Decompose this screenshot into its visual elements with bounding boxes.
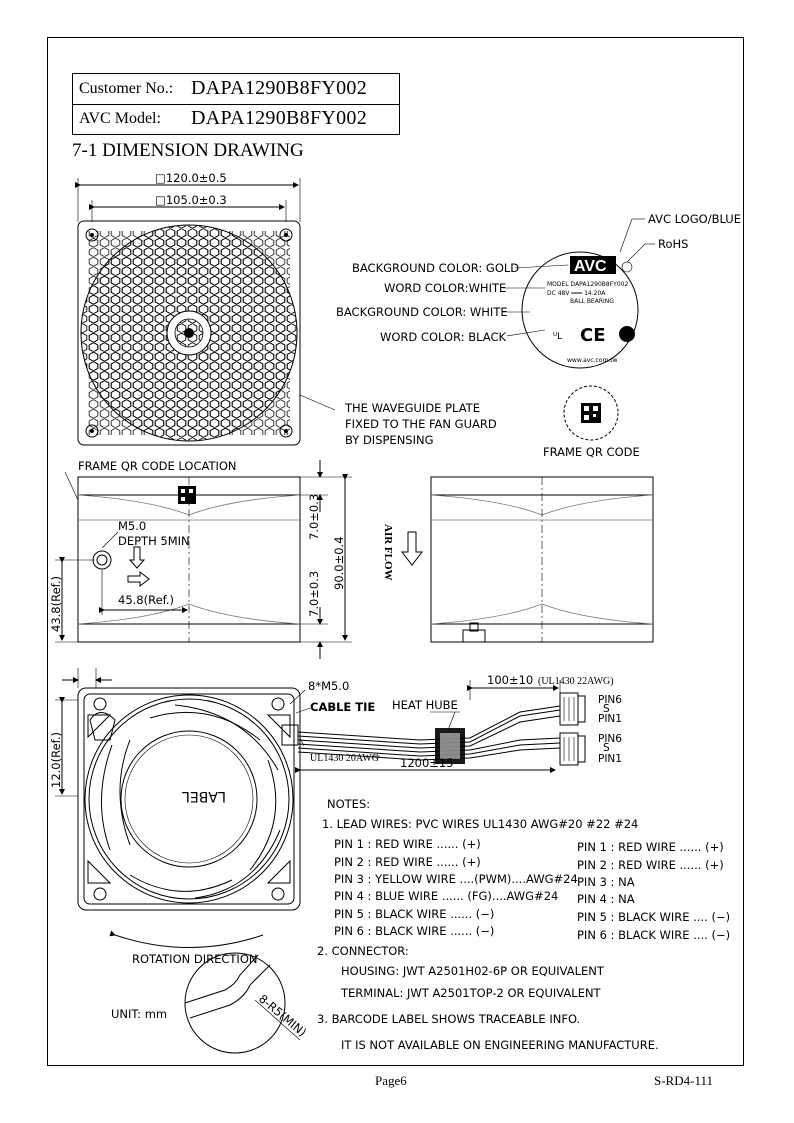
sticker-web: www.avc.com.tw	[567, 357, 618, 364]
customer-label: Customer No.:	[79, 80, 174, 97]
customer-number: DAPA1290B8FY002	[191, 77, 368, 99]
frame-qr-code	[563, 385, 619, 441]
sticker-rating: DC 48V ═══ 14.20A	[547, 290, 606, 297]
dim-lead-length: 100±10	[487, 673, 533, 687]
lead-spec: (UL1430 22AWG)	[538, 676, 614, 687]
callout-word-black: WORD COLOR: BLACK	[380, 330, 506, 344]
waveguide-note-3: BY DISPENSING	[345, 433, 434, 447]
waveguide-note-1: THE WAVEGUIDE PLATE	[344, 401, 480, 415]
top-view: □120.0±0.5 □105.0±0.3	[75, 171, 301, 446]
right-pin-1: PIN 1 : RED WIRE ...... (+)	[577, 840, 724, 854]
dim-qr-offset: 45.8(Ref.)	[118, 593, 174, 607]
sticker-bearing: BALL BEARING	[570, 298, 614, 305]
rotation-direction-label: ROTATION DIRECTION	[132, 952, 257, 966]
svg-text:CE: CE	[580, 325, 606, 346]
connector-housing: HOUSING: JWT A2501H02-6P OR EQUIVALENT	[341, 964, 605, 978]
connector-bottom-pin6: PIN6	[598, 733, 622, 745]
mount-holes	[87, 697, 291, 901]
waveguide-note-2: FIXED TO THE FAN GUARD	[345, 417, 497, 431]
left-pin-1: PIN 1 : RED WIRE ...... (+)	[334, 837, 481, 851]
side-view-right	[430, 476, 654, 643]
note-3: 3. BARCODE LABEL SHOWS TRACEABLE INFO.	[317, 1012, 580, 1026]
dim-side-offset: 12.0(Ref.)	[49, 732, 63, 788]
air-flow-label: AIR FLOW	[382, 524, 394, 581]
notes-title: NOTES:	[327, 797, 370, 811]
callout-avc-logo: AVC LOGO/BLUE	[648, 212, 741, 226]
lead-wires	[297, 705, 561, 764]
callout-rohs: RoHS	[658, 237, 688, 251]
screw-label: 8*M5.0	[308, 679, 349, 693]
right-pin-3: PIN 3 : NA	[577, 875, 635, 889]
right-pin-2: PIN 2 : RED WIRE ...... (+)	[577, 858, 724, 872]
left-pin-3: PIN 3 : YELLOW WIRE ....(PWM)....AWG#24	[334, 872, 578, 886]
callout-word-white: WORD COLOR:WHITE	[384, 281, 506, 295]
dim-qr-side: 43.8(Ref.)	[49, 576, 63, 632]
depth-label: DEPTH 5MIN	[118, 534, 190, 548]
sticker-model: MODEL DAPA1290B8FY002	[547, 281, 628, 288]
radius-label: 8-R5(MIN)	[256, 992, 309, 1040]
connector-top-pin6: PIN6	[598, 694, 622, 706]
dim-cable-length: 1200±15	[400, 756, 454, 770]
dim-inner: □105.0±0.3	[155, 193, 227, 207]
right-pin-4: PIN 4 : NA	[577, 892, 635, 906]
dim-flange-bottom: 7.0±0.3	[307, 571, 321, 617]
model-label: AVC Model:	[79, 110, 161, 127]
side-view-left	[77, 476, 301, 643]
connector-top	[559, 692, 586, 726]
model-number: DAPA1290B8FY002	[191, 107, 368, 129]
front-view: LABEL	[62, 668, 301, 911]
svg-text:ᵁL: ᵁL	[553, 332, 562, 342]
right-pin-6: PIN 6 : BLACK WIRE .... (−)	[577, 928, 730, 942]
corner-detail	[184, 952, 286, 1054]
dim-outer: □120.0±0.5	[155, 171, 227, 185]
label-sticker: AVC MODEL DAPA1290B8FY002 DC 48V ═══ 14.…	[521, 251, 639, 369]
note-4: IT IS NOT AVAILABLE ON ENGINEERING MANUF…	[341, 1038, 659, 1052]
cable-tie-label: CABLE TIE	[310, 700, 375, 714]
left-pin-4: PIN 4 : BLUE WIRE ...... (FG)....AWG#24	[334, 889, 558, 903]
heat-hube-label: HEAT HUBE	[392, 698, 458, 712]
cable-spec: UL1430 20AWG	[310, 753, 379, 764]
notes: NOTES: 1. LEAD WIRES: PVC WIRES UL1430 A…	[317, 797, 730, 1052]
label-marking: LABEL	[182, 788, 226, 804]
drawing-frame	[47, 37, 744, 1066]
left-pin-5: PIN 5 : BLACK WIRE ...... (−)	[334, 907, 494, 921]
right-pin-5: PIN 5 : BLACK WIRE .... (−)	[577, 910, 730, 924]
document-code: S-RD4-111	[654, 1073, 713, 1088]
m5-label: M5.0	[118, 519, 146, 533]
left-pin-6: PIN 6 : BLACK WIRE ...... (−)	[334, 924, 494, 938]
connector-bottom-pin1: PIN1	[598, 753, 622, 765]
connector-top-tilde: S	[603, 703, 610, 715]
connector-terminal: TERMINAL: JWT A2501TOP-2 OR EQUIVALENT	[340, 986, 602, 1000]
sticker-logo: AVC	[574, 258, 607, 275]
dim-flange-top: 7.0±0.3	[307, 494, 321, 540]
corner-holes	[85, 228, 293, 438]
note-1: 1. LEAD WIRES: PVC WIRES UL1430 AWG#20 #…	[322, 817, 638, 831]
frame-qr-code-label: FRAME QR CODE	[543, 445, 640, 459]
callout-bg-gold: BACKGROUND COLOR: GOLD	[352, 261, 519, 275]
customer-row: Customer No.: DAPA1290B8FY002	[73, 74, 399, 105]
left-pin-2: PIN 2 : RED WIRE ...... (+)	[334, 855, 481, 869]
unit-label: UNIT: mm	[111, 1007, 167, 1021]
callout-bg-white: BACKGROUND COLOR: WHITE	[336, 305, 508, 319]
connector-top-pin1: PIN1	[598, 713, 622, 725]
connector-bottom	[559, 732, 586, 766]
info-table: Customer No.: DAPA1290B8FY002 AVC Model:…	[72, 73, 400, 135]
note-2: 2. CONNECTOR:	[317, 944, 409, 958]
connector-bottom-tilde: S	[603, 742, 610, 754]
dim-thickness: 90.0±0.4	[332, 536, 346, 590]
page-number: Page6	[375, 1073, 407, 1088]
frame-qr-location-label: FRAME QR CODE LOCATION	[78, 459, 237, 473]
model-row: AVC Model: DAPA1290B8FY002	[73, 104, 399, 134]
section-title: 7-1 DIMENSION DRAWING	[72, 140, 304, 161]
